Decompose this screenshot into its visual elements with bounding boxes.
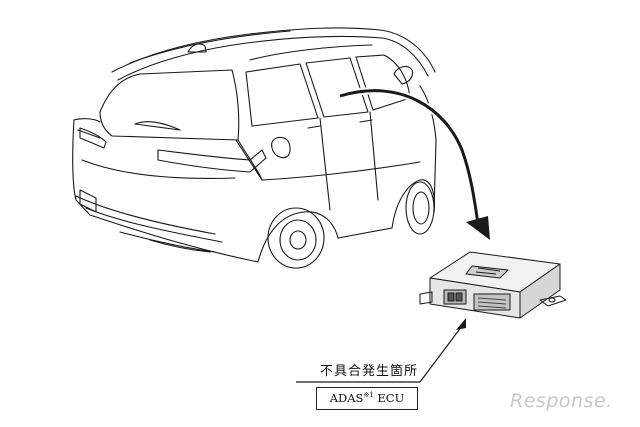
ecu-label: ADAS※1 ECU — [317, 391, 417, 405]
ecu-module-drawing — [419, 251, 567, 319]
ecu-label-suffix: ECU — [373, 391, 405, 405]
ecu-label-prefix: ADAS — [329, 391, 364, 405]
ecu-label-box: ADAS※1 ECU — [316, 387, 418, 410]
leader-line — [296, 318, 466, 383]
curved-pointer-arrow — [338, 87, 490, 240]
response-watermark: Response. — [510, 390, 613, 412]
vehicle-drawing — [72, 27, 437, 269]
ecu-label-footnote-mark: ※1 — [363, 391, 374, 399]
failure-location-label: 不具合発生箇所 — [320, 364, 419, 379]
